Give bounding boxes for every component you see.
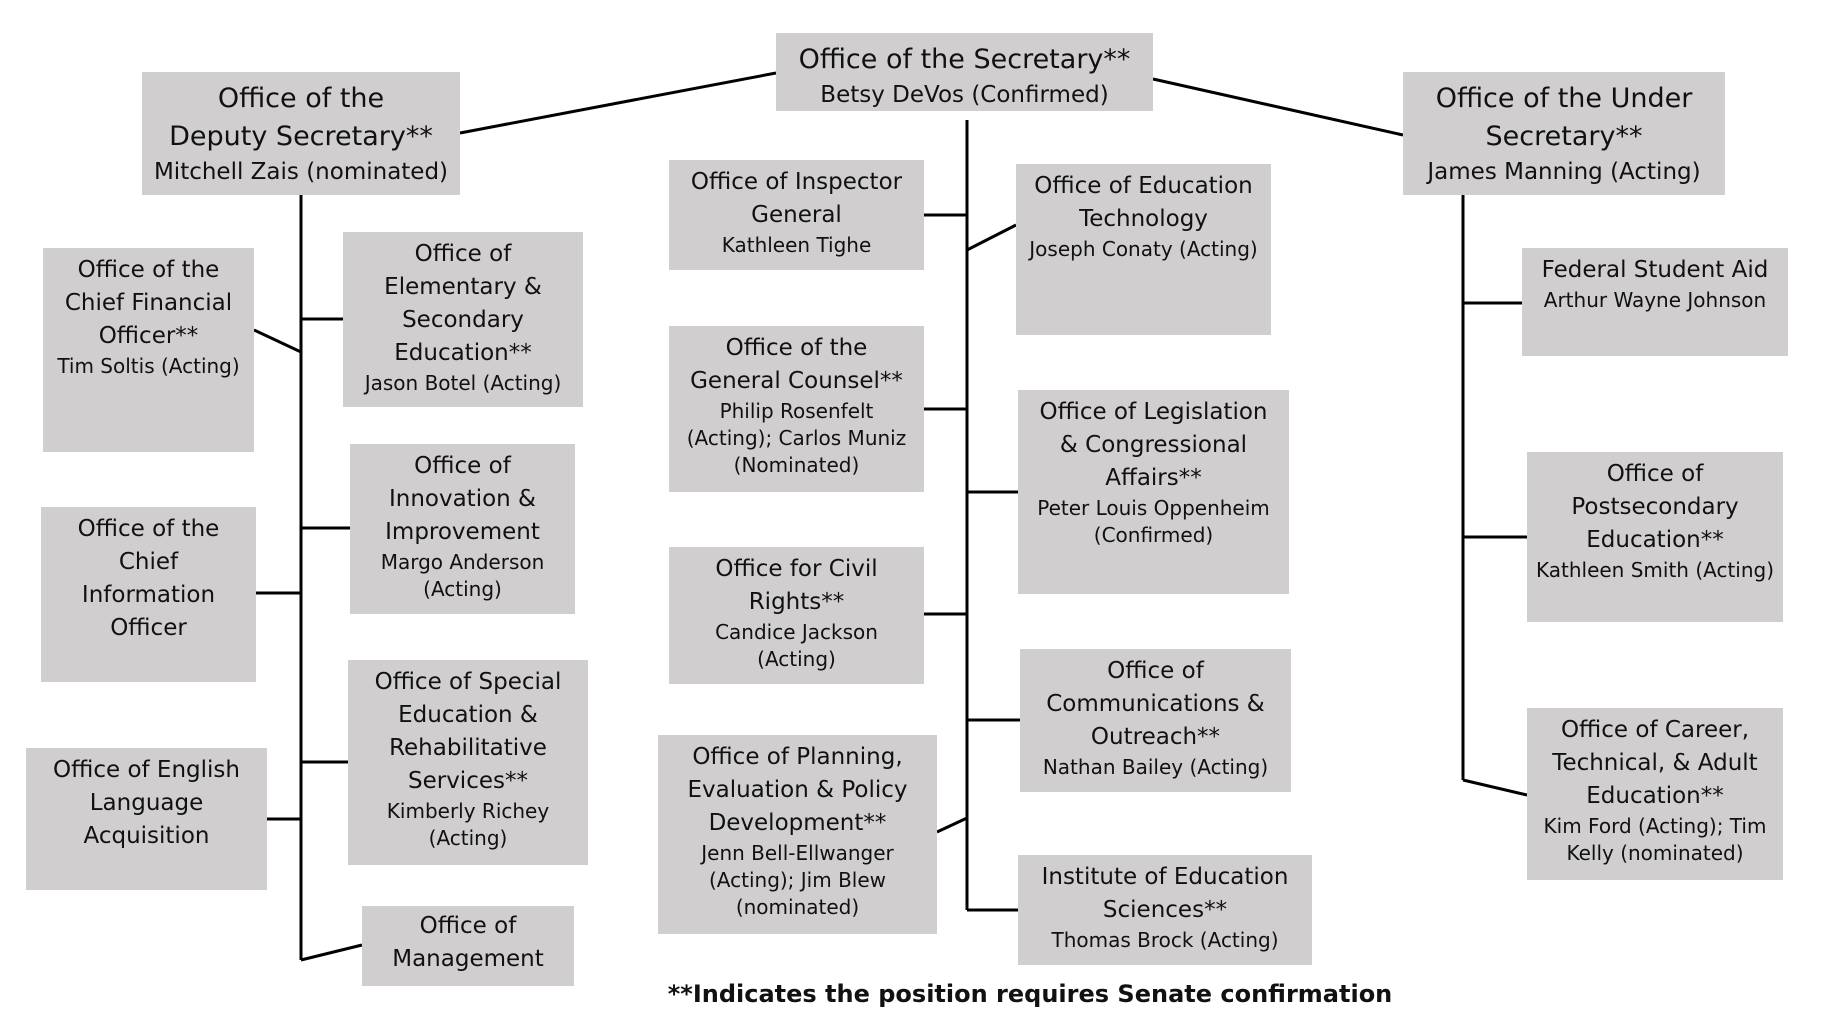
box-person: Kim Ford (Acting); Tim Kelly (nominated) bbox=[1543, 814, 1767, 865]
office-general-counsel: Office of the General Counsel** Philip R… bbox=[669, 326, 924, 492]
box-person: Betsy DeVos (Confirmed) bbox=[820, 82, 1109, 108]
box-title: Office of Education Technology bbox=[1034, 173, 1253, 232]
box-person: Jason Botel (Acting) bbox=[364, 371, 562, 395]
box-title: Office of Management bbox=[392, 913, 544, 972]
connector-oet bbox=[966, 223, 1017, 252]
office-of-the-deputy-secretary: Office of the Deputy Secretary** Mitchel… bbox=[142, 72, 460, 195]
institute-education-sciences: Institute of Education Sciences** Thomas… bbox=[1018, 855, 1312, 965]
box-person: Mitchell Zais (nominated) bbox=[153, 159, 449, 185]
box-person: Jenn Bell-Ellwanger (Acting); Jim Blew (… bbox=[701, 841, 894, 919]
box-title: Office for Civil Rights** bbox=[715, 556, 878, 615]
box-title: Office of Postsecondary Education** bbox=[1571, 461, 1739, 553]
connector-opepd bbox=[936, 816, 968, 834]
box-title: Office of Communications & Outreach** bbox=[1046, 658, 1265, 750]
office-inspector-general: Office of Inspector General Kathleen Tig… bbox=[669, 160, 924, 270]
box-person: Kathleen Tighe bbox=[721, 233, 872, 257]
connector-octae bbox=[1462, 778, 1528, 797]
office-career-technical-adult-education: Office of Career, Technical, & Adult Edu… bbox=[1527, 708, 1783, 880]
connector-cfo bbox=[253, 328, 302, 354]
box-person: Joseph Conaty (Acting) bbox=[1029, 237, 1258, 261]
office-chief-financial-officer: Office of the Chief Financial Officer** … bbox=[43, 248, 254, 452]
box-person: Philip Rosenfelt (Acting); Carlos Muniz … bbox=[686, 399, 907, 477]
office-of-the-secretary: Office of the Secretary** Betsy DeVos (C… bbox=[776, 33, 1153, 111]
box-title: Office of the Chief Information Officer bbox=[77, 516, 220, 641]
box-title: Office of the Chief Financial Officer** bbox=[64, 257, 233, 349]
box-person: Tim Soltis (Acting) bbox=[57, 354, 240, 378]
office-planning-evaluation-policy-development: Office of Planning, Evaluation & Policy … bbox=[658, 735, 937, 934]
box-title: Office of the Deputy Secretary** bbox=[169, 83, 433, 152]
box-person: James Manning (Acting) bbox=[1427, 159, 1701, 185]
federal-student-aid: Federal Student Aid Arthur Wayne Johnson bbox=[1522, 248, 1788, 356]
box-title: Institute of Education Sciences** bbox=[1041, 864, 1289, 923]
office-education-technology: Office of Education Technology Joseph Co… bbox=[1016, 164, 1271, 335]
box-title: Office of Special Education & Rehabilita… bbox=[374, 669, 562, 794]
office-innovation-improvement: Office of Innovation & Improvement Margo… bbox=[350, 444, 575, 614]
box-person: Thomas Brock (Acting) bbox=[1051, 928, 1279, 952]
office-english-language-acquisition: Office of English Language Acquisition bbox=[26, 748, 267, 890]
box-title: Office of Legislation & Congressional Af… bbox=[1039, 399, 1268, 491]
box-title: Office of the Under Secretary** bbox=[1435, 83, 1693, 152]
box-title: Office of Career, Technical, & Adult Edu… bbox=[1552, 717, 1758, 809]
box-person: Candice Jackson (Acting) bbox=[715, 620, 878, 671]
office-of-the-under-secretary: Office of the Under Secretary** James Ma… bbox=[1403, 72, 1725, 195]
office-of-management: Office of Management bbox=[362, 906, 574, 986]
box-person: Peter Louis Oppenheim (Confirmed) bbox=[1037, 496, 1270, 547]
box-person: Kimberly Richey (Acting) bbox=[386, 799, 550, 850]
connector-secretary-deputy bbox=[459, 71, 777, 135]
box-person: Margo Anderson (Acting) bbox=[380, 550, 545, 601]
box-title: Office of Inspector General bbox=[690, 169, 903, 228]
office-legislation-congressional-affairs: Office of Legislation & Congressional Af… bbox=[1018, 390, 1289, 594]
office-chief-information-officer: Office of the Chief Information Officer bbox=[41, 507, 256, 682]
office-postsecondary-education: Office of Postsecondary Education** Kath… bbox=[1527, 452, 1783, 622]
box-person: Arthur Wayne Johnson bbox=[1543, 288, 1767, 312]
box-title: Office of English Language Acquisition bbox=[53, 757, 240, 849]
footnote: **Indicates the position requires Senate… bbox=[667, 980, 1393, 1008]
box-title: Office of Planning, Evaluation & Policy … bbox=[687, 744, 908, 836]
box-title: Office of Elementary & Secondary Educati… bbox=[384, 241, 542, 366]
box-title: Office of the Secretary** bbox=[798, 44, 1131, 75]
box-title: Office of the General Counsel** bbox=[690, 335, 903, 394]
connector-om bbox=[300, 943, 363, 962]
connector-secretary-under bbox=[1152, 77, 1404, 137]
box-person: Kathleen Smith (Acting) bbox=[1535, 558, 1775, 582]
box-person: Nathan Bailey (Acting) bbox=[1042, 755, 1269, 779]
box-title: Office of Innovation & Improvement bbox=[385, 453, 540, 545]
office-civil-rights: Office for Civil Rights** Candice Jackso… bbox=[669, 547, 924, 684]
box-title: Federal Student Aid bbox=[1541, 257, 1769, 283]
office-elementary-secondary-education: Office of Elementary & Secondary Educati… bbox=[343, 232, 583, 407]
office-special-education-rehabilitative-services: Office of Special Education & Rehabilita… bbox=[348, 660, 588, 865]
office-communications-outreach: Office of Communications & Outreach** Na… bbox=[1020, 649, 1291, 792]
